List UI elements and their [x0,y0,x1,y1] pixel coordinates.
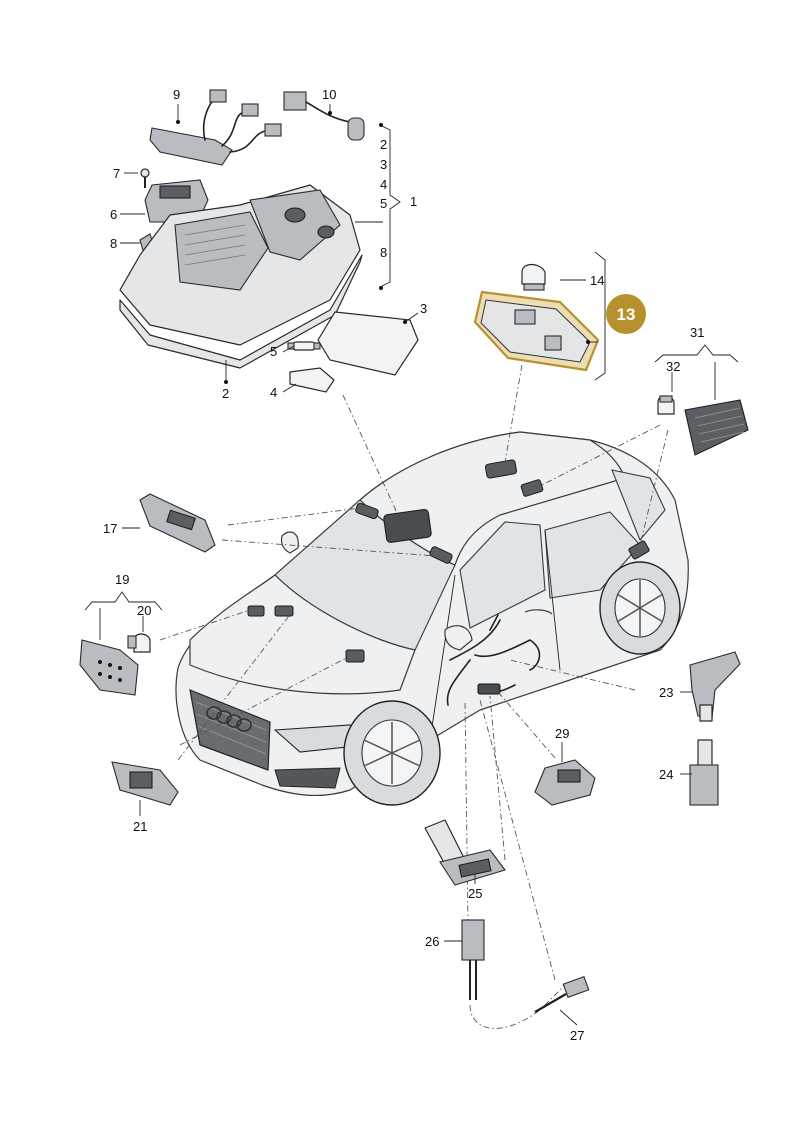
hood [189,574,416,695]
part-24-switch [689,739,719,806]
door-wiring-harness [446,614,541,706]
part-17-light [139,493,216,553]
label-23: 23 [659,685,673,700]
part-10-sensor [283,91,365,141]
car-body [175,431,689,806]
label-7: 7 [113,166,120,181]
part-7-screw [140,168,150,188]
label-8: 8 [110,236,117,251]
label-10: 10 [322,87,336,102]
part-13-interior-light [473,290,600,372]
part-27-sensor [534,975,590,1013]
label-5-list: 5 [380,196,387,211]
label-4-list: 4 [380,177,387,192]
part-14-bulb [521,263,546,291]
far-mirror [280,531,299,554]
part-21-module [111,761,179,806]
part-19-holder [79,639,139,696]
roof-console-on-car [383,508,432,543]
part-5-bulb [287,341,321,351]
part-13-highlight-badge: 13 [606,294,646,334]
label-9: 9 [173,87,180,102]
part-26-connector [461,919,485,1000]
part-20-bulb [127,633,151,653]
part-9-module [149,89,282,166]
label-4: 4 [270,385,277,400]
bumper-intake [274,767,341,789]
label-19: 19 [115,572,129,587]
part-29-module [534,759,596,806]
label-8-list: 8 [380,245,387,260]
part-1-roof-console [119,184,363,369]
label-6: 6 [110,207,117,222]
label-5: 5 [270,344,277,359]
label-17: 17 [103,521,117,536]
label-3: 3 [420,301,427,316]
part-32-bulb [657,395,675,415]
front-wheel [343,700,441,806]
label-14: 14 [590,273,604,288]
rear-light-on-car [484,459,518,479]
label-24: 24 [659,767,673,782]
label-21: 21 [133,819,147,834]
door-mirror [444,625,473,651]
part-25-duct [424,819,506,886]
callout-labels: 9 10 2 3 4 5 1 8 7 6 8 3 5 4 2 14 31 32 … [103,87,704,1043]
label-3-list: 3 [380,157,387,172]
rear-wheel [599,561,681,655]
rear-quarter-window [611,469,666,542]
label-32: 32 [666,359,680,374]
rings-logo [206,706,252,732]
label-2: 2 [222,386,229,401]
label-27: 27 [570,1028,584,1043]
part-3-lens [317,311,419,376]
label-2-list: 2 [380,137,387,152]
callout-lines [84,104,739,1026]
badge-13-label: 13 [617,305,636,324]
label-29: 29 [555,726,569,741]
label-26: 26 [425,934,439,949]
part-4-lens [289,367,335,393]
label-25: 25 [468,886,482,901]
part-23-handle [689,651,741,722]
part-31-light [684,399,749,456]
label-1: 1 [410,194,417,209]
label-20: 20 [137,603,151,618]
leader-lines [159,364,669,1029]
front-side-window [459,521,546,629]
grille [189,689,271,771]
label-31: 31 [690,325,704,340]
